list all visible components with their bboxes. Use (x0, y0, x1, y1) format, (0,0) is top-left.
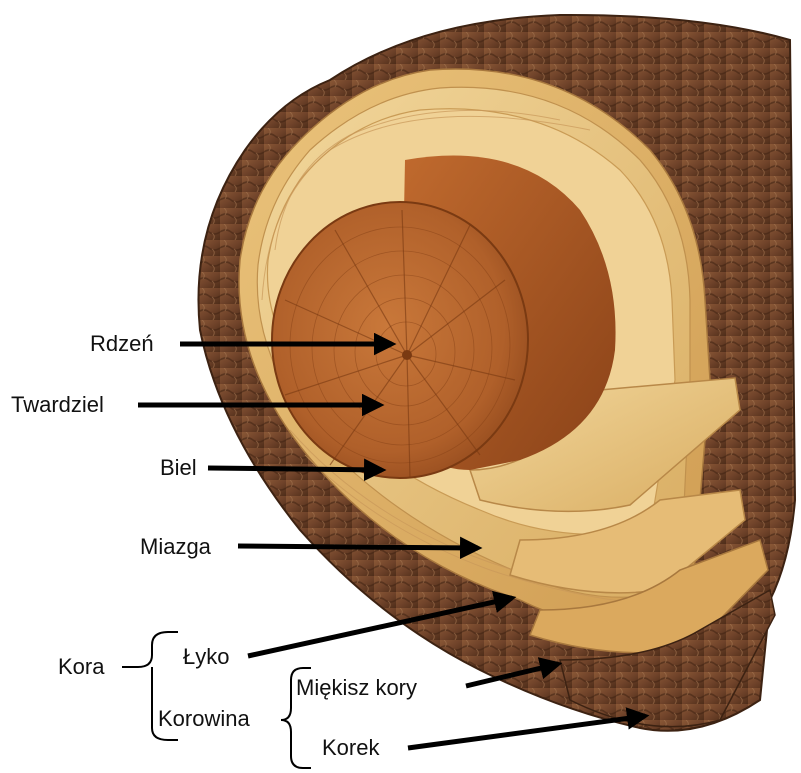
heartwood-face (272, 202, 528, 478)
label-twardziel: Twardziel (11, 394, 104, 416)
label-korek: Korek (322, 737, 379, 759)
label-lyko: Łyko (183, 646, 229, 668)
log-illustration (198, 15, 795, 731)
label-kora: Kora (58, 656, 104, 678)
label-korowina: Korowina (158, 708, 250, 730)
label-biel: Biel (160, 457, 197, 479)
arrow-miazga (238, 546, 478, 548)
arrow-biel (208, 468, 382, 470)
pith-dot (402, 350, 412, 360)
label-rdzen: Rdzeń (90, 333, 154, 355)
label-miekisz-kory: Miękisz kory (296, 677, 417, 699)
label-miazga: Miazga (140, 536, 211, 558)
arrow-korek (408, 716, 645, 748)
